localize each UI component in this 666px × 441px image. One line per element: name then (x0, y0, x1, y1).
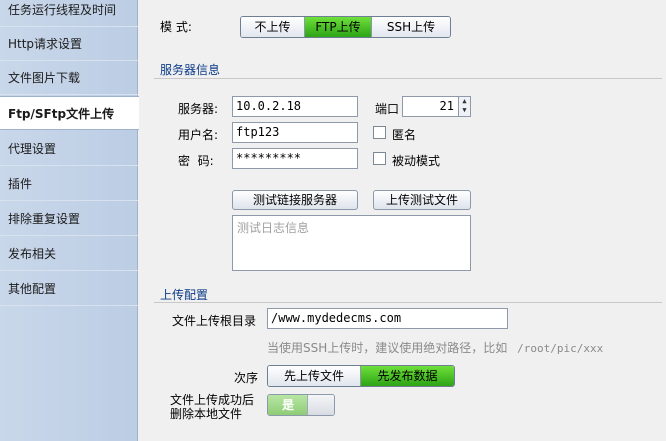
main-panel: 模 式: 不上传 FTP上传 SSH上传 服务器信息 服务器: 10.0.2.1… (138, 0, 666, 441)
chevron-down-icon[interactable]: ▼ (462, 106, 467, 114)
mode-segmented-control: 不上传 FTP上传 SSH上传 (240, 16, 451, 38)
anonymous-label: 匿名 (392, 128, 417, 142)
sidebar-item-other[interactable]: 其他配置 (0, 272, 138, 306)
test-log-textarea[interactable]: 测试日志信息 (232, 215, 471, 271)
delete-local-label-line2: 删除本地文件 (170, 407, 243, 421)
sidebar-item-proxy[interactable]: 代理设置 (0, 132, 138, 166)
server-section-divider (154, 78, 662, 79)
password-label: 密 码: (178, 154, 214, 168)
ssh-path-hint: 当使用SSH上传时，建议使用绝对路径，比如 /root/pic/xxx (267, 339, 603, 356)
mode-option-none[interactable]: 不上传 (241, 17, 305, 37)
order-label: 次序 (234, 371, 259, 385)
mode-label: 模 式: (160, 20, 192, 34)
upload-test-file-button[interactable]: 上传测试文件 (373, 190, 471, 210)
mode-option-ssh[interactable]: SSH上传 (372, 17, 450, 37)
upload-section-divider (154, 302, 662, 303)
server-section-title: 服务器信息 (160, 63, 221, 77)
delete-local-label-line1: 文件上传成功后 (170, 393, 255, 407)
ssh-path-hint-text: 当使用SSH上传时，建议使用绝对路径，比如 (267, 341, 508, 355)
sidebar-item-dedupe[interactable]: 排除重复设置 (0, 202, 138, 236)
port-stepper[interactable]: 21 ▲ ▼ (402, 96, 471, 117)
user-label: 用户名: (178, 128, 219, 142)
sidebar-item-file-download[interactable]: 文件图片下载 (0, 61, 138, 95)
sidebar-item-task-threads[interactable]: 任务运行线程及时间 (0, 0, 138, 27)
sidebar-item-ftp-upload[interactable]: Ftp/SFtp文件上传 (0, 96, 139, 130)
port-label: 端口 (375, 102, 400, 116)
sidebar-item-plugins[interactable]: 插件 (0, 167, 138, 201)
test-connect-button[interactable]: 测试链接服务器 (232, 190, 358, 210)
user-input[interactable]: ftp123 (232, 122, 358, 143)
chevron-up-icon[interactable]: ▲ (462, 97, 467, 105)
ssh-path-hint-example: /root/pic/xxx (517, 342, 604, 355)
password-input[interactable]: ********* (232, 148, 358, 169)
port-value: 21 (439, 99, 454, 113)
host-label: 服务器: (178, 102, 219, 116)
anonymous-checkbox[interactable] (373, 126, 386, 139)
delete-local-toggle-on: 是 (268, 395, 308, 415)
order-option-publish-first[interactable]: 先发布数据 (361, 366, 454, 386)
delete-local-toggle[interactable]: 是 (267, 394, 335, 416)
upload-root-label: 文件上传根目录 (172, 314, 257, 328)
host-input[interactable]: 10.0.2.18 (232, 96, 358, 117)
sidebar-nav: 任务运行线程及时间 Http请求设置 文件图片下载 Ftp/SFtp文件上传 代… (0, 0, 139, 441)
sidebar-item-publish[interactable]: 发布相关 (0, 237, 138, 271)
upload-section-title: 上传配置 (160, 288, 209, 302)
mode-option-ftp[interactable]: FTP上传 (305, 17, 372, 37)
upload-root-input[interactable]: /www.mydedecms.com (267, 308, 508, 329)
port-spin-arrows[interactable]: ▲ ▼ (458, 97, 470, 116)
order-segmented-control: 先上传文件 先发布数据 (267, 365, 455, 387)
passive-mode-label: 被动模式 (392, 154, 441, 168)
toggle-knob[interactable] (307, 395, 334, 415)
passive-mode-checkbox[interactable] (373, 152, 386, 165)
order-option-upload-first[interactable]: 先上传文件 (268, 366, 361, 386)
sidebar-item-http-settings[interactable]: Http请求设置 (0, 27, 138, 61)
